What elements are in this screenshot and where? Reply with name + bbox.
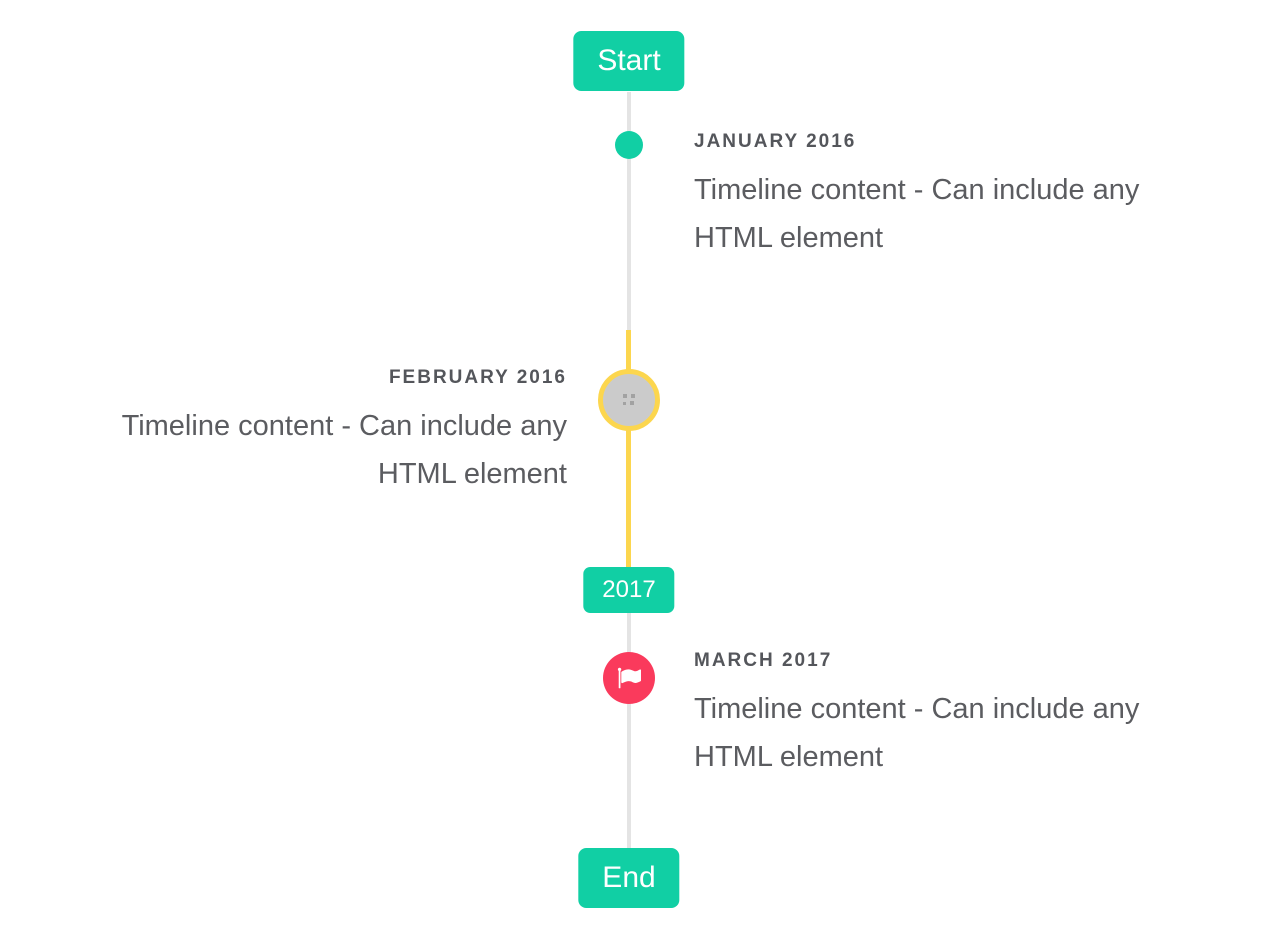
flag-icon — [617, 667, 641, 689]
entry-content-line: Timeline content - Can include any — [694, 693, 1140, 725]
entry-content-line: HTML element — [694, 741, 884, 773]
entry-content: Timeline content - Can include any HTML … — [694, 685, 1242, 781]
entry-content-line: HTML element — [377, 458, 567, 490]
start-badge: Start — [573, 31, 685, 91]
end-badge: End — [578, 848, 680, 908]
event-dot-marker — [615, 131, 643, 159]
broken-image-icon — [622, 394, 635, 405]
timeline-line-segment-bottom — [627, 613, 631, 848]
timeline-entry-march-2017: MARCH 2017 Timeline content - Can includ… — [694, 651, 1242, 781]
timeline-entry-january-2016: JANUARY 2016 Timeline content - Can incl… — [694, 132, 1242, 262]
timeline-entry-february-2016: FEBRUARY 2016 Timeline content - Can inc… — [7, 368, 567, 498]
entry-content-line: Timeline content - Can include any — [121, 410, 567, 442]
entry-content-line: Timeline content - Can include any — [694, 174, 1140, 206]
entry-content: Timeline content - Can include any HTML … — [7, 402, 567, 498]
entry-content: Timeline content - Can include any HTML … — [694, 166, 1242, 262]
entry-date: FEBRUARY 2016 — [388, 367, 567, 388]
entry-content-line: HTML element — [694, 222, 884, 254]
timeline-line-segment-top — [627, 92, 631, 330]
timeline-line-segment-highlighted — [626, 330, 631, 567]
image-placeholder-marker — [598, 369, 660, 431]
entry-date: MARCH 2017 — [694, 650, 833, 671]
year-badge-2017: 2017 — [583, 567, 675, 613]
flag-marker — [603, 652, 655, 704]
entry-date: JANUARY 2016 — [694, 131, 857, 152]
